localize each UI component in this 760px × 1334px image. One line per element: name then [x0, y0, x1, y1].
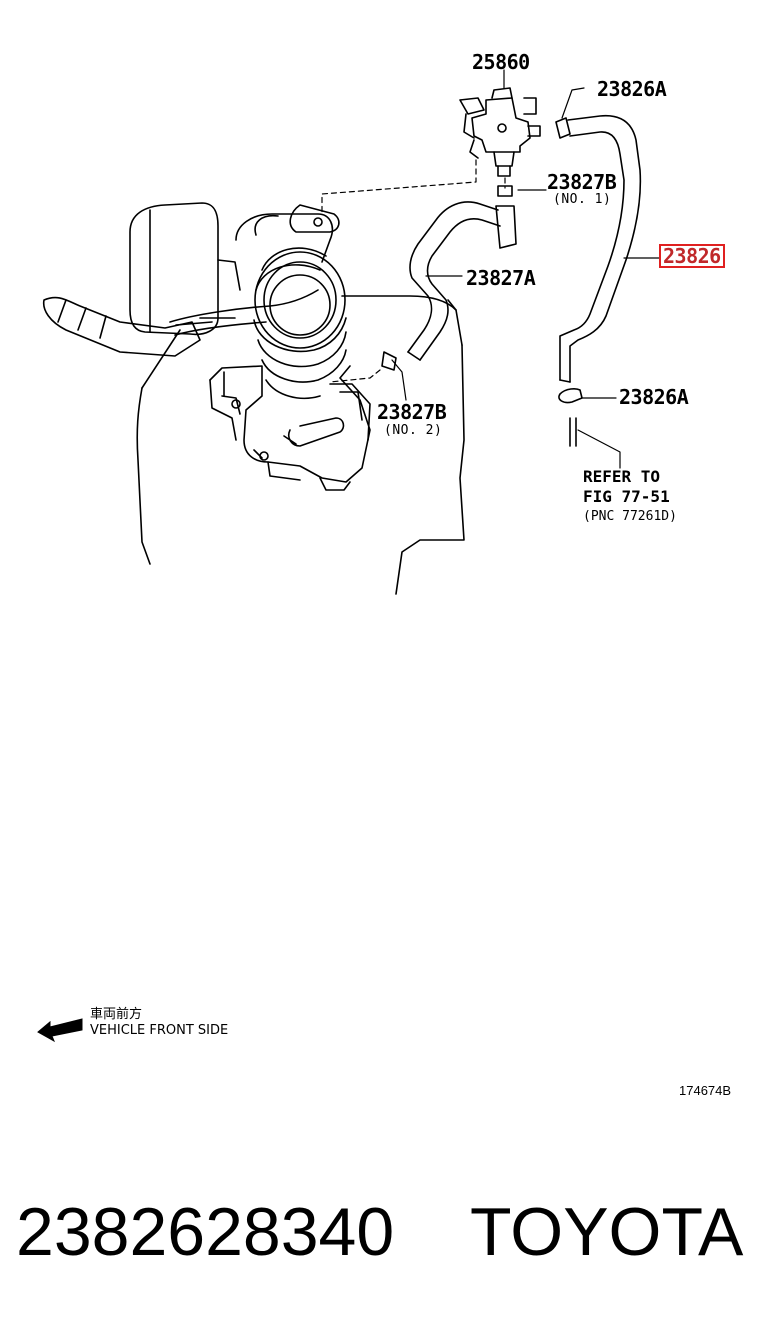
- part-sublabel-23827B-no2: (NO. 2): [384, 423, 443, 438]
- part-label-23826A-bottom[interactable]: 23826A: [619, 385, 689, 409]
- hose-23826: [555, 114, 642, 447]
- arrow-left-icon: [37, 1018, 83, 1043]
- part-label-23827A[interactable]: 23827A: [466, 266, 536, 290]
- refer-line-3: (PNC 77261D): [583, 509, 677, 524]
- vehicle-front-english: VEHICLE FRONT SIDE: [90, 1023, 229, 1039]
- hose-23827A: [381, 185, 517, 371]
- vsv-valve-25860: [459, 87, 541, 177]
- refer-line-1: REFER TO: [583, 467, 661, 486]
- footer-part-number: 2382628340: [16, 1194, 395, 1270]
- vehicle-front-japanese: 車両前方: [90, 1007, 143, 1022]
- part-label-23827B-no2[interactable]: 23827B: [377, 400, 447, 424]
- vehicle-front-indicator: 車両前方 VEHICLE FRONT SIDE: [90, 1007, 228, 1040]
- part-label-23826A-top[interactable]: 23826A: [597, 77, 667, 101]
- diagram-id: 174674B: [679, 1083, 732, 1098]
- footer-brand: TOYOTA: [470, 1194, 744, 1270]
- part-label-23826-highlighted[interactable]: 23826: [659, 244, 725, 268]
- part-sublabel-23827B-no1: (NO. 1): [553, 192, 612, 207]
- throttle-body-assembly: [42, 202, 465, 595]
- part-label-23827B-no1[interactable]: 23827B: [547, 170, 617, 194]
- part-label-25860[interactable]: 25860: [472, 50, 530, 74]
- connector-dashes: [321, 159, 506, 383]
- leader-lines: [391, 69, 661, 469]
- refer-line-2: FIG 77-51: [583, 487, 670, 506]
